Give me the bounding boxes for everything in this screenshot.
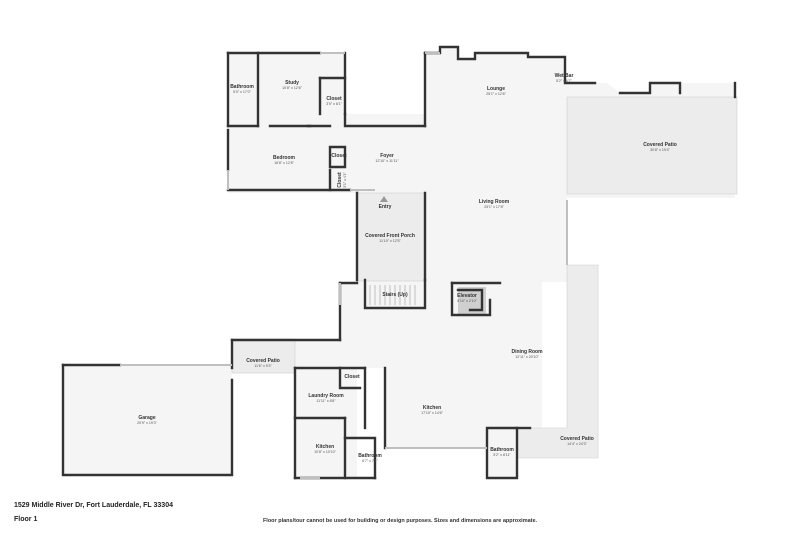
room-name: Entry [379,204,392,210]
room-dimensions: 11'6" x 9'3" [254,364,272,368]
room-name: Lounge [487,86,505,92]
room-name: Closet [326,96,342,102]
room-dimensions: 16'8" x 12'8" [274,161,294,165]
room-name: Dining Room [511,349,543,355]
room-name: Study [285,80,299,86]
room-label-entry: Entry [379,204,392,210]
room-dimensions: 5'10" x 2'10" [457,299,477,303]
room-dimensions: 12'10" x 11'11" [375,159,399,163]
room-name: Covered Patio [643,142,677,148]
room-name: Bathroom [358,453,382,459]
room-label-closet-laundry: Closet [344,374,360,380]
room-dimensions: 30'8" x 19'4" [650,148,670,152]
room-dimensions: 12'11" x 20'10" [515,355,539,359]
stairs [369,285,416,305]
room-dimensions: 3'1" x 4'1" [343,171,347,187]
room-name: Stairs (Up) [382,292,408,298]
room-name: Laundry Room [308,393,344,399]
patio-east-fill [566,96,738,195]
floor-label: Floor 1 [14,516,38,523]
room-dimensions: 25'1" x 12'6" [486,92,506,96]
room-dimensions: 17'10" x 14'6" [421,411,443,415]
room-label-closet-bedroom: Closet [331,153,347,159]
patio-west-fill [231,338,296,374]
room-dimensions: 10'8" x 12'6" [282,86,302,90]
room-dimensions: 5'2" x 8'11" [493,453,511,457]
room-name: Kitchen [316,444,334,450]
room-name: Closet [337,172,343,188]
room-dimensions: 20'9" x 19'3" [137,421,157,425]
room-name: Bathroom [490,447,514,453]
room-label-stairs-up: Stairs (Up) [382,292,408,298]
room-name: Covered Front Porch [365,233,415,239]
room-name: Bathroom [230,84,254,90]
room-dimensions: 11'10" x 12'5" [379,239,401,243]
front-porch-fill [356,192,426,282]
room-dimensions: 5'0" x 17'0" [233,90,251,94]
room-dimensions: 3'0" x 8'1" [326,102,342,106]
room-dimensions: 14'4" x 24'3" [567,442,587,446]
room-dimensions: 10'8" x 10'10" [314,450,336,454]
room-name: Living Room [479,199,510,205]
room-name: Closet [331,153,347,159]
room-name: Garage [138,415,155,421]
windows [120,52,568,479]
room-name: Closet [344,374,360,380]
entry-marker [380,196,388,202]
garage-floor [63,365,232,475]
room-name: Elevator [457,293,477,299]
room-name: Foyer [380,153,394,159]
room-name: Kitchen [423,405,441,411]
entry-arrow-icon [380,196,388,202]
room-dimensions: 5'2" x 6'7" [556,79,572,83]
room-name: Wet Bar [555,73,574,79]
patio-areas [231,96,738,459]
room-dimensions: 6'7" x 7'1" [362,459,378,463]
room-name: Bedroom [273,155,296,161]
room-dimensions: 11'11" x 8'8" [316,399,336,403]
room-dimensions: 25'1" x 17'8" [484,205,504,209]
disclaimer-text: Floor plans/tour cannot be used for buil… [262,518,538,524]
address-text: 1529 Middle River Dr, Fort Lauderdale, F… [14,502,173,509]
room-name: Covered Patio [560,436,594,442]
walls [61,45,737,480]
room-name: Covered Patio [246,358,280,364]
